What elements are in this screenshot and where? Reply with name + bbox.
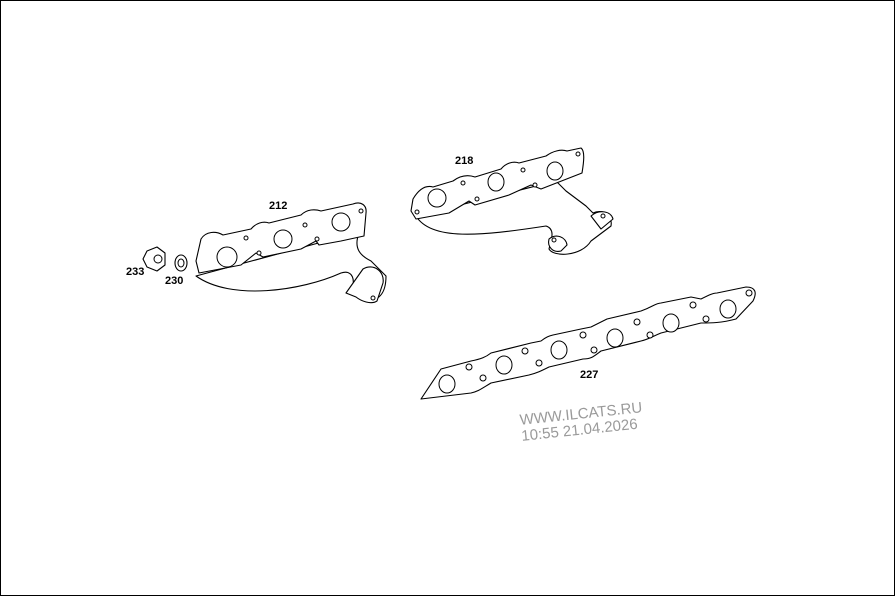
part-label-233[interactable]: 233 (126, 266, 145, 278)
part-227-gasket[interactable] (420, 286, 756, 400)
part-label-230[interactable]: 230 (165, 275, 184, 287)
part-label-218[interactable]: 218 (455, 155, 474, 167)
part-label-212[interactable]: 212 (269, 200, 288, 212)
part-233-nut[interactable] (142, 246, 166, 272)
part-212-exhaust-manifold[interactable] (195, 202, 387, 304)
part-label-227[interactable]: 227 (580, 369, 599, 381)
part-230-washer[interactable] (174, 254, 188, 272)
part-218-exhaust-manifold[interactable] (410, 147, 614, 255)
